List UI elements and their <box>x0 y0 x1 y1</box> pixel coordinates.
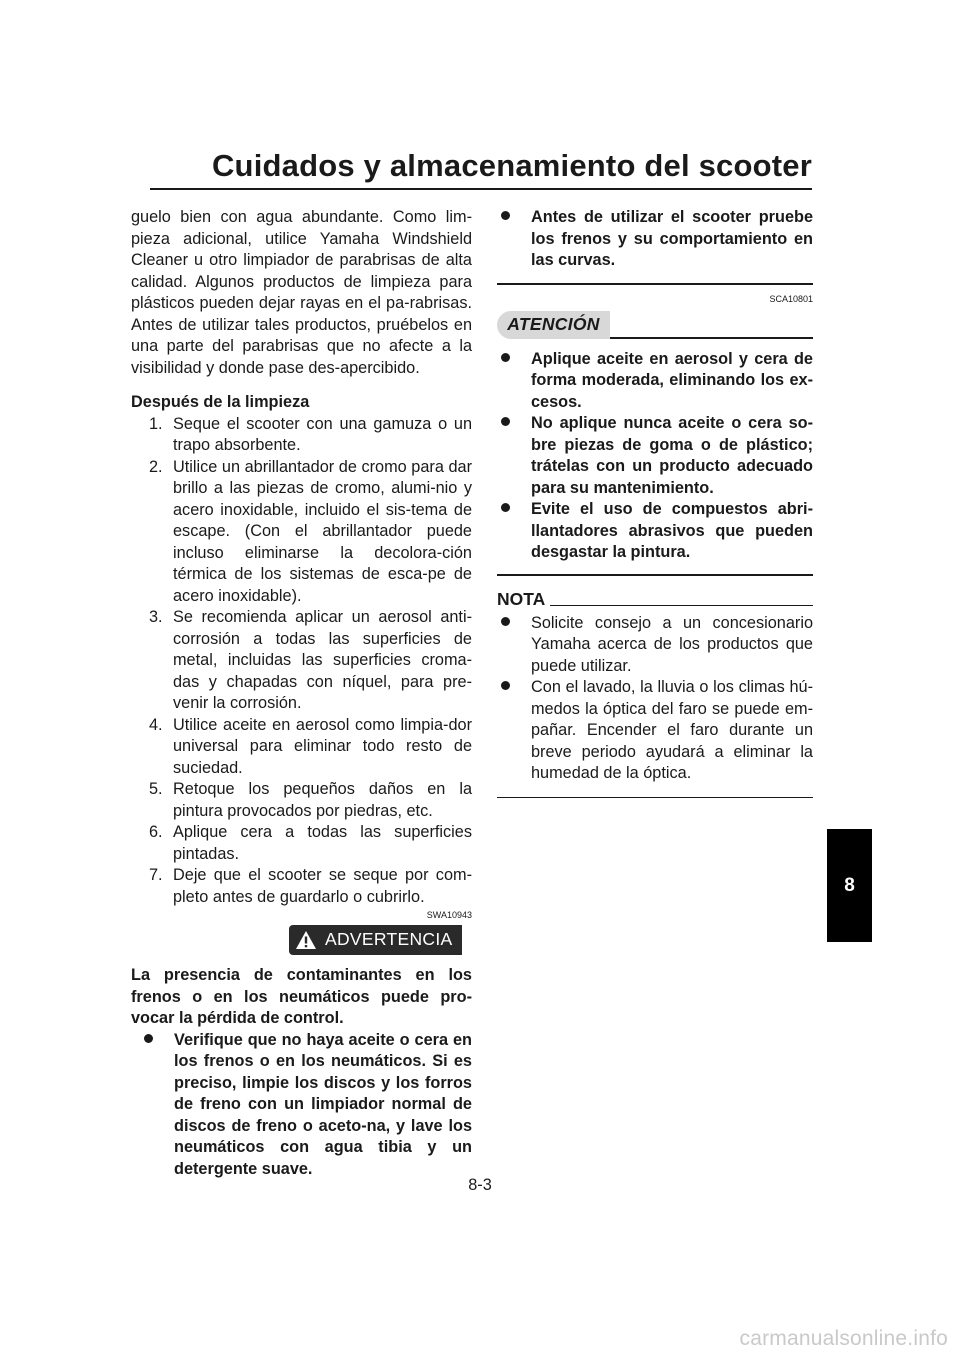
step-text: Seque el scooter con una gamuza o un tra… <box>173 414 472 455</box>
warning-end-rule <box>497 282 813 285</box>
step-text: Deje que el scooter se seque por com-ple… <box>173 866 472 906</box>
list-item: Antes de utilizar el scooter pruebe los … <box>497 207 813 272</box>
page-number: 8-3 <box>468 1176 492 1194</box>
caution-code: SCA10801 <box>769 293 813 304</box>
step-number: 1. <box>149 414 163 433</box>
list-item: 5. Retoque los pequeños daños en la pintu… <box>131 779 472 822</box>
step-text: Se recomienda aplicar un aerosol anti-co… <box>173 608 472 712</box>
list-item: Evite el uso de compuestos abri-llantado… <box>497 499 813 564</box>
step-number: 4. <box>149 715 163 734</box>
right-column: Antes de utilizar el scooter pruebe los … <box>497 207 813 798</box>
bullet-text: Antes de utilizar el scooter pruebe los … <box>531 208 813 269</box>
caution-badge: ATENCIÓN <box>497 310 610 339</box>
bullet-icon <box>497 413 531 499</box>
list-item: No aplique nunca aceite o cera so-bre pi… <box>497 413 813 499</box>
list-item: Con el lavado, la lluvia o los climas hú… <box>497 677 813 785</box>
list-item: 6. Aplique cera a todas las superficies p… <box>131 822 472 865</box>
cleaning-steps-list: 1. Seque el scooter con una gamuza o un t… <box>131 414 472 909</box>
note-rule <box>550 604 813 606</box>
step-text: Aplique cera a todas las superficies pin… <box>173 823 472 863</box>
warning-badge: ADVERTENCIA <box>289 925 462 955</box>
list-item: Aplique aceite en aerosol y cera de form… <box>497 349 813 414</box>
bullet-icon <box>497 677 531 785</box>
bullet-text: Evite el uso de compuestos abri-llantado… <box>531 500 813 561</box>
caution-header: ATENCIÓN <box>497 310 813 339</box>
list-item: 7. Deje que el scooter se seque por com-p… <box>131 865 472 908</box>
step-text: Utilice un abrillantador de cromo para d… <box>173 457 472 605</box>
title-underline <box>150 188 812 190</box>
bullet-text: Con el lavado, la lluvia o los climas hú… <box>531 678 813 782</box>
warning-bullets: Verifique que no haya aceite o cera en l… <box>140 1030 472 1181</box>
bullet-icon <box>497 349 531 414</box>
page-title: Cuidados y almacenamiento del scooter <box>211 148 812 183</box>
warning-bullets-continued: Antes de utilizar el scooter pruebe los … <box>497 207 813 272</box>
list-item: 4. Utilice aceite en aerosol como limpia-… <box>131 715 472 780</box>
step-text: Utilice aceite en aerosol como limpia-do… <box>173 715 472 777</box>
caution-bullets: Aplique aceite en aerosol y cera de form… <box>497 349 813 564</box>
warning-header: ADVERTENCIA <box>131 925 472 955</box>
bullet-text: No aplique nunca aceite o cera so-bre pi… <box>531 414 813 497</box>
warning-text: La presencia de contaminantes en los fre… <box>131 966 472 1027</box>
warning-triangle-icon <box>296 931 316 949</box>
list-item: Verifique que no haya aceite o cera en l… <box>140 1030 472 1181</box>
bullet-text: Solicite consejo a un concesionario Yama… <box>531 613 813 675</box>
note-end-rule <box>497 796 813 798</box>
bullet-text: Verifique que no haya aceite o cera en l… <box>174 1030 472 1178</box>
list-item: 3. Se recomienda aplicar un aerosol anti-… <box>131 607 472 715</box>
chapter-tab: 8 <box>827 829 872 942</box>
note-label: NOTA <box>497 588 546 609</box>
intro-paragraph: guelo bien con agua abundante. Como lim-… <box>131 208 472 377</box>
list-item: Solicite consejo a un concesionario Yama… <box>497 613 813 678</box>
bullet-icon <box>497 613 531 678</box>
step-number: 7. <box>149 866 163 884</box>
note-header: NOTA <box>497 588 813 610</box>
step-number: 5. <box>149 780 163 798</box>
bullet-text: Aplique aceite en aerosol y cera de form… <box>531 349 813 411</box>
after-cleaning-heading: Después de la limpieza <box>131 393 310 411</box>
step-number: 2. <box>149 457 163 476</box>
step-number: 6. <box>149 823 163 841</box>
note-bullets: Solicite consejo a un concesionario Yama… <box>497 613 813 785</box>
list-item: 2. Utilice un abrillantador de cromo para… <box>131 457 472 608</box>
list-item: 1. Seque el scooter con una gamuza o un t… <box>131 414 472 457</box>
bullet-icon <box>140 1030 174 1181</box>
warning-label: ADVERTENCIA <box>325 929 453 950</box>
caution-end-rule <box>497 573 813 576</box>
bullet-icon <box>497 499 531 564</box>
step-number: 3. <box>149 608 163 626</box>
caution-rule <box>610 336 813 339</box>
warning-code: SWA10943 <box>426 910 472 920</box>
bullet-icon <box>497 207 531 272</box>
left-column: guelo bien con agua abundante. Como lim-… <box>131 207 472 1180</box>
watermark: carmanualsonline.info <box>739 1327 948 1350</box>
step-text: Retoque los pequeños daños en la pintura… <box>173 780 472 820</box>
